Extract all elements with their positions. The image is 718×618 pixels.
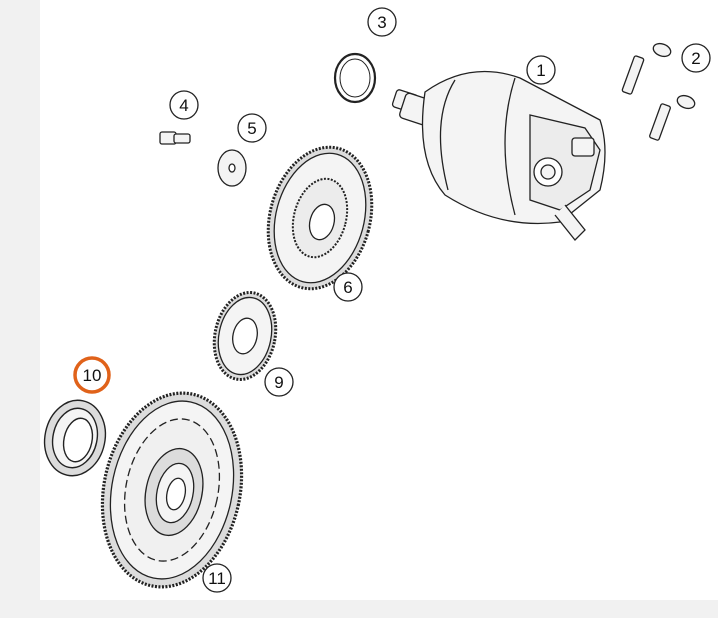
callout-9: 9	[264, 367, 294, 397]
svg-text:4: 4	[179, 96, 188, 115]
svg-text:11: 11	[208, 569, 226, 588]
washer[interactable]	[217, 149, 247, 187]
svg-text:6: 6	[343, 278, 352, 297]
left-margin	[0, 0, 40, 618]
callout-5: 5	[237, 113, 267, 143]
callout-11: 11	[202, 563, 232, 593]
bottom-margin	[0, 600, 718, 618]
callout-6: 6	[333, 272, 363, 302]
screw[interactable]	[159, 131, 191, 145]
starter-motor[interactable]	[391, 70, 606, 241]
callout-10-highlighted[interactable]: 10	[73, 356, 111, 394]
svg-text:3: 3	[377, 13, 386, 32]
svg-text:2: 2	[691, 49, 700, 68]
callout-3: 3	[367, 7, 397, 37]
svg-text:1: 1	[536, 61, 545, 80]
o-ring[interactable]	[333, 52, 377, 104]
small-gear[interactable]	[207, 287, 284, 386]
callout-1: 1	[526, 55, 556, 85]
svg-text:5: 5	[247, 119, 256, 138]
bearing-ring[interactable]	[38, 395, 112, 482]
svg-text:10: 10	[83, 366, 102, 385]
freewheel-gear[interactable]	[85, 380, 259, 600]
callout-4: 4	[169, 90, 199, 120]
intermediate-gear[interactable]	[253, 136, 387, 301]
callout-2: 2	[681, 43, 711, 73]
svg-text:9: 9	[274, 373, 283, 392]
bolt-pair[interactable]	[621, 41, 697, 141]
